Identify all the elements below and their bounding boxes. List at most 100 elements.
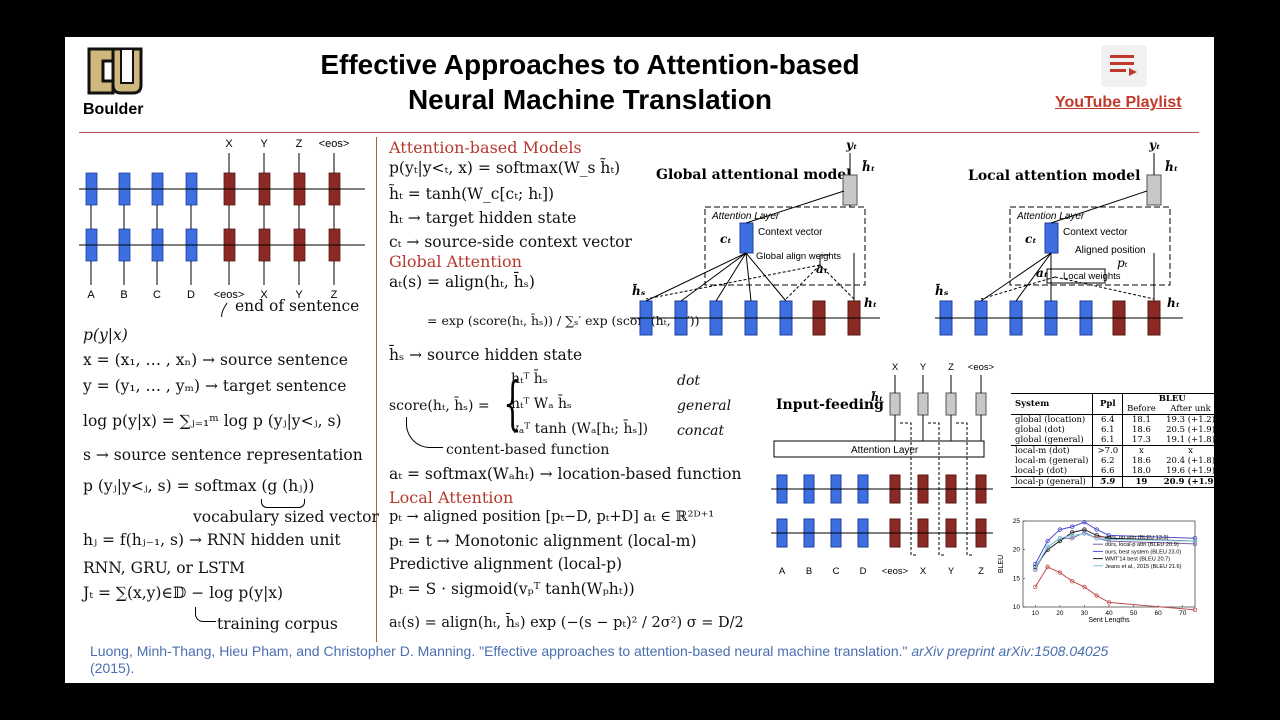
if-bottom-label: <eos>: [882, 566, 909, 577]
heading-local-attention: Local Attention: [389, 488, 514, 507]
global-ct-label: cₜ: [720, 232, 732, 246]
if-top-label: X: [892, 362, 899, 373]
input-feeding-title: Input-feeding: [776, 397, 884, 413]
slide-title: Effective Approaches to Attention-based …: [305, 47, 875, 117]
data-point: [1045, 564, 1050, 570]
title-line-1: Effective Approaches to Attention-based: [320, 49, 860, 80]
cases-brace: {: [503, 369, 522, 437]
table-cell: local-p (general): [1015, 477, 1086, 487]
local-ct-label: cₜ: [1025, 232, 1037, 246]
bottom-label: X: [260, 289, 268, 301]
data-point: [1094, 527, 1099, 532]
top-labels: X Y Z <eos>: [225, 138, 349, 150]
left-eq-2: x = (x₁, … , xₙ) → source sentence: [83, 351, 348, 369]
top-label: Z: [296, 138, 303, 150]
global-hs-bar-label: h̄ₛ: [632, 282, 646, 298]
y-tick-label: 25: [1013, 518, 1021, 525]
table-cell: 6.1: [1092, 425, 1123, 435]
table-cell: 18.0: [1122, 466, 1160, 477]
table-cell: local-p (dot): [1015, 466, 1068, 476]
data-point: [1057, 538, 1063, 544]
data-point: [1069, 530, 1075, 535]
mid-eq-7: h̄ₛ → source hidden state: [389, 346, 583, 364]
table-cell: global (dot): [1015, 425, 1065, 435]
left-eq-11: training corpus: [217, 615, 338, 633]
local-aligned-label: Aligned position: [1075, 245, 1146, 256]
table-cell: x: [1188, 446, 1193, 456]
corpus-hook: [195, 607, 216, 622]
mid-eq-10: aₜ = softmax(Wₐhₜ) → location-based func…: [389, 465, 742, 483]
x-tick-label: 10: [1032, 610, 1040, 617]
cu-logo: Boulder: [83, 43, 153, 125]
mid-eq-4: cₜ → source-side context vector: [389, 233, 632, 251]
data-point: [1192, 536, 1198, 541]
bottom-label: A: [87, 289, 95, 301]
mid-eq-12: pₜ = t → Monotonic alignment (local-m): [389, 532, 697, 550]
left-eq-10: Jₜ = ∑(x,y)∈𝔻 − log p(y|x): [83, 584, 284, 602]
table-cell: 20.4 (+1.8): [1166, 456, 1214, 466]
data-point: [1069, 524, 1075, 529]
x-tick-label: 70: [1179, 610, 1187, 617]
youtube-playlist-link[interactable]: YouTube Playlist: [1055, 94, 1182, 111]
data-point: [1069, 536, 1075, 541]
bottom-label: <eos>: [214, 289, 245, 301]
global-model-title: Global attentional model: [656, 167, 852, 183]
global-yt-label: yₜ: [845, 138, 857, 152]
table-cell: 19: [1122, 476, 1160, 488]
if-top-label: <eos>: [968, 362, 995, 373]
table-cell: 19.6 (+1.9): [1166, 466, 1214, 476]
playlist-icon[interactable]: [1101, 45, 1147, 87]
global-align-label: Global align weights: [756, 251, 841, 262]
table-cell: >7.0: [1092, 445, 1123, 456]
if-bottom-label: X: [920, 566, 927, 577]
slide: Boulder Effective Approaches to Attentio…: [65, 37, 1214, 683]
data-point: [1045, 538, 1050, 544]
bottom-label: Y: [295, 289, 303, 301]
table-cell: 18.6: [1122, 456, 1160, 466]
seq2seq-diagram: X Y Z <eos> A B C D <eos> X Y Z: [79, 138, 365, 317]
left-eq-9: RNN, GRU, or LSTM: [83, 559, 245, 577]
table-cell: global (general): [1015, 435, 1084, 445]
legend-entry: ours, local-p attn (BLEU 20.9): [1105, 542, 1179, 548]
left-eq-7: vocabulary sized vector: [193, 508, 379, 526]
local-ht-tilde-label: h̃ₜ: [1165, 159, 1178, 174]
data-point: [1106, 537, 1112, 542]
local-pt-label: pₜ: [1117, 256, 1128, 270]
table-header: Ppl: [1092, 393, 1123, 415]
series-line: [1034, 566, 1196, 611]
column-divider: [376, 137, 377, 642]
table-cell: 20.5 (+1.9): [1166, 425, 1214, 435]
data-point: [1192, 607, 1198, 613]
top-label: Y: [260, 138, 268, 150]
local-model-diagram: Attention Layer Context vector Aligned p…: [935, 138, 1183, 336]
table-cell: local-m (dot): [1015, 446, 1070, 456]
mid-eq-15: aₜ(s) = align(hₜ, h̄ₛ) exp (−(s − pₜ)² /…: [389, 615, 744, 631]
local-yt-label: yₜ: [1148, 138, 1160, 152]
data-point: [1057, 536, 1063, 541]
mid-eq-8a: score(hₜ, h̄ₛ) =: [389, 398, 490, 414]
local-hs-bar-label: h̄ₛ: [935, 282, 949, 298]
heading-attention-models: Attention-based Models: [389, 138, 582, 157]
x-tick-label: 20: [1056, 610, 1064, 617]
mid-eq-2: h̃ₜ = tanh(W_c[cₜ; hₜ]): [389, 185, 555, 203]
data-point: [1082, 527, 1087, 532]
cu-logo-icon: [87, 47, 143, 95]
data-point: [1082, 519, 1087, 525]
data-point: [1045, 544, 1050, 549]
if-bottom-label: Y: [948, 566, 955, 577]
data-point: [1082, 531, 1087, 536]
data-point: [1033, 565, 1038, 571]
left-eq-4: log p(y|x) = ∑ⱼ₌₁ᵐ log p (yⱼ|y<ⱼ, s): [83, 412, 342, 430]
global-layer-label: Attention Layer: [711, 211, 780, 222]
local-context-label: Context vector: [1063, 227, 1128, 238]
table-cell: x: [1122, 445, 1160, 456]
mid-eq-1: p(yₜ|y<ₜ, x) = softmax(W_s h̃ₜ): [389, 159, 621, 177]
heading-global-attention: Global Attention: [389, 252, 522, 271]
mid-eq-8b: hₜᵀ h̄ₛ: [511, 371, 548, 387]
table-header: System: [1015, 399, 1050, 409]
